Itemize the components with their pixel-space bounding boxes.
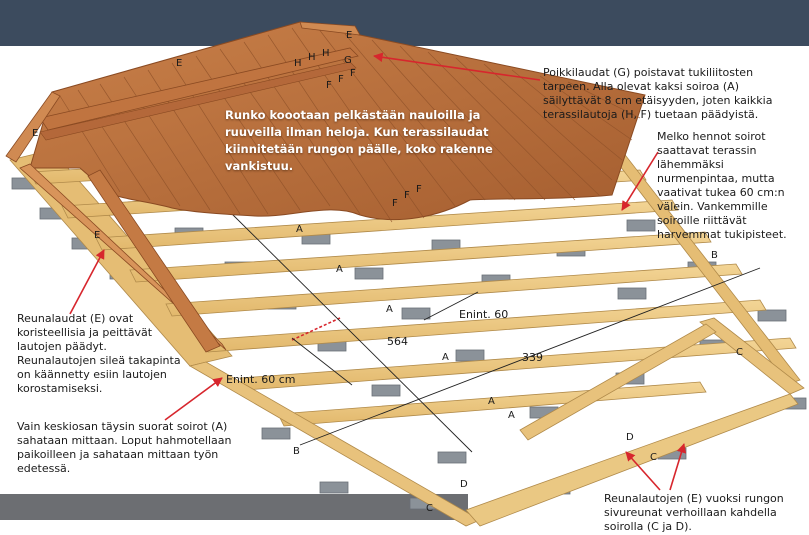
dimension-339: 339	[522, 351, 543, 364]
edge-board-e-top	[299, 21, 361, 36]
extension-rim-c	[699, 317, 805, 395]
arrow-to-joist	[621, 151, 659, 211]
label-h: H	[294, 58, 302, 69]
deck-boards	[29, 21, 646, 223]
dimension-spacing-top: Enint. 60	[459, 308, 508, 321]
label-a: A	[488, 396, 495, 407]
label-f: F	[392, 198, 398, 209]
rim-joist-front	[188, 361, 481, 527]
label-e: E	[176, 58, 182, 69]
deck-surface	[29, 21, 646, 221]
label-a: A	[508, 410, 515, 421]
arrow-to-edge	[69, 249, 105, 315]
arrow-to-joist-a	[164, 377, 223, 421]
label-e: E	[346, 30, 352, 41]
arrow-to-d	[625, 451, 661, 491]
dimension-564: 564	[387, 335, 408, 348]
callout-joist-cutting: Vain keskiosan täysin suorat soirot (A) …	[17, 420, 232, 475]
label-e: E	[32, 128, 38, 139]
arrow-to-c	[669, 443, 687, 491]
label-a: A	[442, 352, 449, 363]
label-d: D	[626, 432, 634, 443]
label-f: F	[404, 190, 410, 201]
edge-boards	[5, 21, 361, 353]
label-f: F	[350, 68, 356, 79]
support-block	[617, 287, 647, 300]
edge-board-e	[5, 91, 61, 163]
label-e: E	[94, 230, 100, 241]
label-f: F	[326, 80, 332, 91]
support-block	[401, 307, 431, 320]
cross-board-g	[39, 61, 357, 141]
support-block	[261, 427, 291, 440]
edge-board-e	[87, 169, 221, 353]
support-block	[626, 219, 656, 232]
label-d: D	[460, 479, 468, 490]
label-h: H	[322, 48, 330, 59]
label-c: C	[736, 347, 743, 358]
joist	[95, 199, 679, 251]
support-block	[354, 267, 384, 280]
label-g: G	[344, 55, 352, 66]
header-bar	[0, 0, 809, 46]
dimension-spacing-left: Enint. 60 cm	[226, 373, 296, 386]
support-block	[371, 384, 401, 397]
support-block	[319, 481, 349, 494]
callout-edge-boards: Reunalaudat (E) ovat koristeellisia ja p…	[17, 312, 181, 395]
label-f: F	[416, 184, 422, 195]
extension-rim-d	[519, 323, 717, 441]
cross-board-g	[39, 47, 359, 131]
label-f: F	[338, 74, 344, 85]
footer-bar	[0, 494, 468, 520]
dimension-339-line	[299, 267, 761, 446]
spacing-markers	[291, 317, 341, 341]
support-block	[757, 309, 787, 322]
callout-joist-support: Melko hennot soirot saattavat terassin l…	[657, 130, 787, 241]
label-c: C	[426, 503, 433, 514]
arrow-to-g	[373, 52, 541, 81]
label-a: A	[336, 264, 343, 275]
dimension-labels: Enint. 60 Enint. 60 cm 564 339	[226, 308, 543, 386]
deck-overlay-text: Runko koootaan pelkästään nauloilla ja r…	[225, 108, 493, 173]
dimension-lines	[227, 209, 761, 453]
label-h: H	[308, 52, 316, 63]
label-a: A	[296, 224, 303, 235]
label-b: B	[293, 446, 300, 457]
joist	[165, 263, 743, 317]
support-block	[455, 349, 485, 362]
support-block	[437, 451, 467, 464]
callout-arrows	[69, 52, 687, 491]
callout-cross-boards: Poikkilaudat (G) poistavat tukiliitosten…	[543, 66, 773, 121]
dimension-564-line	[227, 209, 473, 453]
callout-frame-sides: Reunalautojen (E) vuoksi rungon sivureun…	[604, 492, 784, 533]
joist	[129, 231, 712, 283]
label-b: B	[711, 250, 718, 261]
label-a: A	[386, 304, 393, 315]
part-labels: E E E E H H H G F F F F F F A A A A A A …	[32, 30, 743, 514]
label-c: C	[650, 452, 657, 463]
